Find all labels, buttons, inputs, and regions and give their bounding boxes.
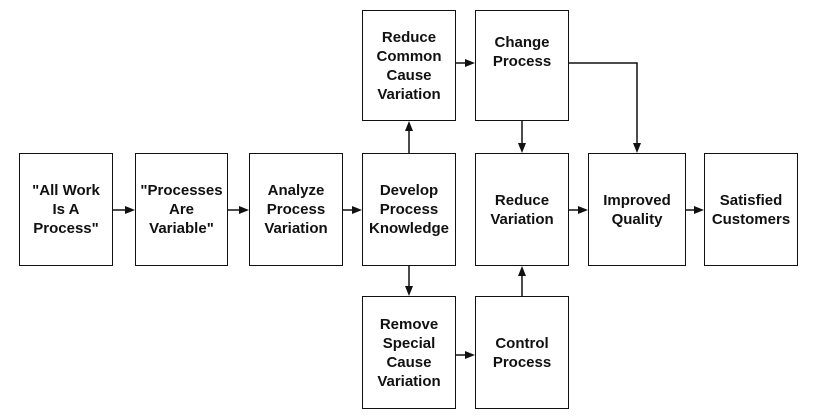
node-label: Control Process bbox=[492, 334, 552, 371]
arrow-remove-special-to-control-process bbox=[456, 351, 475, 359]
node-label: Develop Process Knowledge bbox=[368, 182, 449, 237]
node-processes-are-variable: "Processes Are Variable" bbox=[135, 153, 228, 266]
node-change-process: Change Process bbox=[475, 10, 569, 121]
node-all-work-is-a-process: "All Work Is A Process" bbox=[19, 153, 113, 266]
node-label: Reduce Variation bbox=[490, 191, 554, 228]
arrow-reduce-common-to-change-process bbox=[456, 59, 475, 67]
node-label: Satisfied Customers bbox=[711, 191, 791, 228]
arrow-processes-variable-to-analyze bbox=[228, 206, 249, 214]
node-label: Analyze Process Variation bbox=[264, 182, 328, 237]
node-label: Remove Special Cause Variation bbox=[377, 315, 441, 390]
node-reduce-variation: Reduce Variation bbox=[475, 153, 569, 266]
node-develop-process-knowledge: Develop Process Knowledge bbox=[362, 153, 456, 266]
node-improved-quality: Improved Quality bbox=[588, 153, 686, 266]
arrow-improved-quality-to-satisfied-customers bbox=[686, 206, 704, 214]
node-analyze-process-variation: Analyze Process Variation bbox=[249, 153, 343, 266]
arrow-all-work-to-processes-variable bbox=[113, 206, 135, 214]
arrow-reduce-variation-to-improved-quality bbox=[569, 206, 588, 214]
node-label: "All Work Is A Process" bbox=[32, 182, 100, 237]
node-remove-special-cause-variation: Remove Special Cause Variation bbox=[362, 296, 456, 409]
node-control-process: Control Process bbox=[475, 296, 569, 409]
node-label: Reduce Common Cause Variation bbox=[376, 28, 442, 103]
arrow-develop-to-remove-special bbox=[405, 266, 413, 296]
node-label: Improved Quality bbox=[603, 191, 671, 228]
arrow-change-process-to-reduce-variation bbox=[518, 121, 526, 153]
arrow-analyze-to-develop bbox=[343, 206, 362, 214]
arrow-control-process-to-reduce-variation bbox=[518, 266, 526, 296]
arrow-develop-to-reduce-common bbox=[405, 121, 413, 153]
arrow-change-process-to-improved-quality bbox=[569, 62, 641, 153]
node-satisfied-customers: Satisfied Customers bbox=[704, 153, 798, 266]
node-label: "Processes Are Variable" bbox=[140, 182, 223, 237]
node-reduce-common-cause-variation: Reduce Common Cause Variation bbox=[362, 10, 456, 121]
node-label: Change Process bbox=[492, 34, 552, 70]
